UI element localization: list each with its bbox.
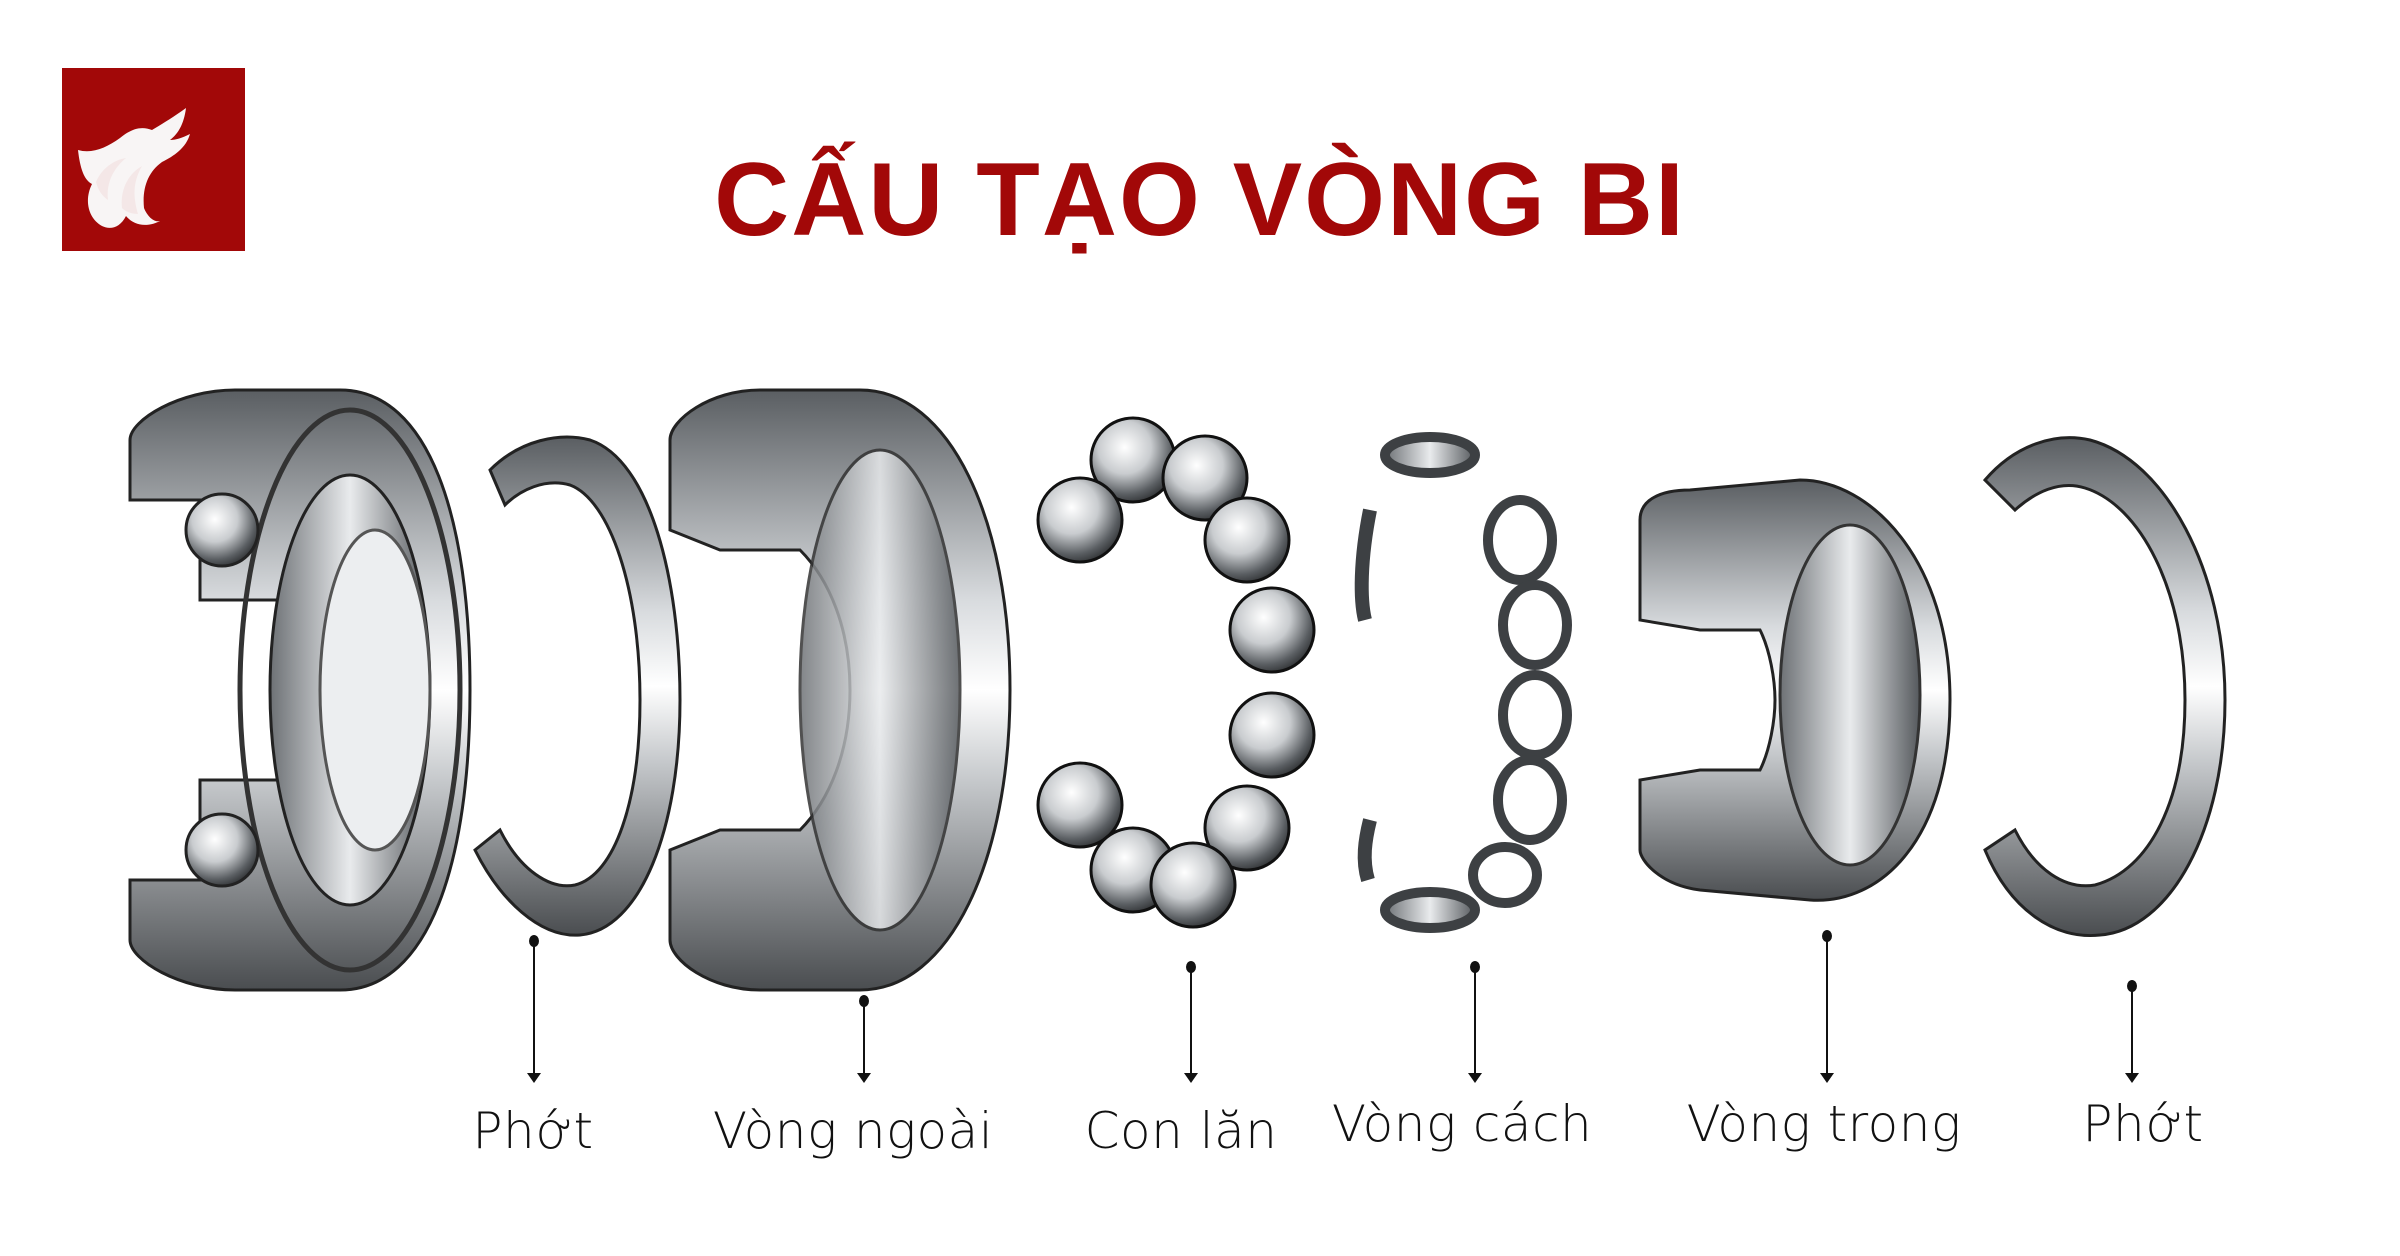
connector-cage [1468, 961, 1482, 1083]
label-cage: Vòng cách [1331, 1095, 1593, 1153]
arrow-down-icon [857, 1073, 871, 1083]
assembled-bearing [128, 388, 472, 992]
label-rolling-elements: Con lăn [1084, 1102, 1278, 1160]
outer-ring-illustration [668, 388, 1012, 992]
inner-ring-illustration [1638, 478, 1952, 902]
arrow-down-icon [527, 1073, 541, 1083]
connector-seal-left [527, 935, 541, 1083]
wolf-head-icon [78, 108, 190, 228]
label-outer-ring: Vòng ngoài [712, 1102, 994, 1160]
seal-right-illustration [1982, 436, 2227, 938]
label-seal-right: Phớt [2082, 1095, 2204, 1153]
brand-logo [62, 68, 245, 251]
connector-seal-right [2125, 980, 2139, 1083]
arrow-down-icon [1820, 1073, 1834, 1083]
connector-dot [2127, 980, 2137, 992]
rolling-elements-illustration [1036, 416, 1316, 929]
arrow-down-icon [2125, 1073, 2139, 1083]
connector-dot [1186, 961, 1196, 973]
arrow-down-icon [1468, 1073, 1482, 1083]
cage-illustration [1354, 432, 1572, 933]
page-title: CẤU TẠO VÒNG BI [714, 142, 1686, 258]
arrow-down-icon [1184, 1073, 1198, 1083]
connector-dot [529, 935, 539, 947]
seal-left-illustration [473, 435, 682, 937]
label-seal-left: Phớt [472, 1102, 594, 1160]
connector-rolling-elements [1184, 961, 1198, 1083]
label-inner-ring: Vòng trong [1686, 1095, 1962, 1153]
connector-dot [1470, 961, 1480, 973]
connector-inner-ring [1820, 930, 1834, 1083]
connector-dot [1822, 930, 1832, 942]
connector-outer-ring [857, 995, 871, 1083]
connector-dot [859, 995, 869, 1007]
